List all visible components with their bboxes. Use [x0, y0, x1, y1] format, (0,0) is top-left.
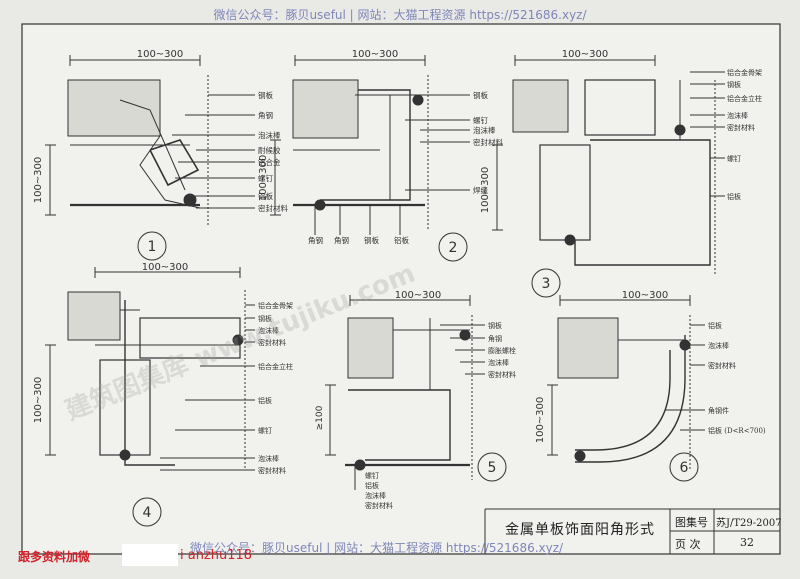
atlas-label: 图集号: [675, 516, 708, 529]
detail-1-label: 钢板: [258, 90, 273, 100]
detail-4-number: 4: [143, 505, 152, 521]
contact-id-text: i anzhu118: [180, 548, 253, 563]
detail-2-labels: 钢板 螺钉 泡沫棒 密封材料 焊缝 角钢 角钢 钢板 铝板: [308, 90, 503, 245]
detail-5-label: 钢板: [488, 321, 502, 330]
detail-5-label: 泡沫棒: [488, 358, 509, 367]
detail-4-label: 密封材料: [258, 466, 286, 475]
detail-3-label: 钢板: [727, 80, 741, 89]
detail-4: [45, 267, 255, 527]
detail-2-bottom-label: 铝板: [394, 235, 409, 245]
bottom-watermark: 微信公众号：豚贝useful | 网站：大猫工程资源 https://52168…: [190, 541, 564, 555]
detail-2-bottom-label: 钢板: [364, 235, 379, 245]
detail-4-label: 铝合金骨架: [258, 301, 293, 310]
detail-3-label: 密封材料: [727, 123, 755, 132]
detail-3-label: 铝合金骨架: [727, 68, 762, 77]
detail-3-label: 螺钉: [727, 154, 741, 163]
detail-2-bottom-label: 角钢: [334, 235, 349, 245]
detail-1-label: 铝合金: [258, 157, 281, 167]
detail-3-dim-v: 100~300: [480, 167, 491, 214]
detail-4-label: 螺钉: [258, 426, 272, 435]
detail-4-label: 密封材料: [258, 338, 286, 347]
detail-4-label: 泡沫棒: [258, 454, 279, 463]
detail-4-dim-h: 100~300: [142, 262, 189, 273]
detail-4-label: 铝板: [258, 396, 272, 405]
detail-5-label: 密封材料: [365, 501, 393, 510]
detail-5-dim-h: 100~300: [395, 290, 442, 301]
detail-1-label: 铝板: [258, 191, 273, 201]
detail-2-label: 螺钉: [473, 115, 488, 125]
detail-4-labels: 铝合金骨架 钢板 泡沫棒 密封材料 铝合金立柱 铝板 螺钉 泡沫棒 密封材料: [258, 301, 293, 475]
detail-6-label: 铝板 (D<R<700): [708, 426, 766, 435]
detail-1-label: 密封材料: [258, 203, 288, 213]
contact-text: 跟多资料加微: [18, 550, 91, 564]
detail-6-number: 6: [680, 460, 689, 476]
detail-6-label: 泡沫棒: [708, 341, 729, 350]
detail-6-label: 角钢件: [708, 406, 729, 415]
detail-1-number: 1: [148, 239, 157, 255]
detail-1-label: 角钢: [258, 110, 273, 120]
detail-5-label: 螺钉: [365, 471, 379, 480]
detail-4-label: 泡沫棒: [258, 326, 279, 335]
detail-1-labels: 钢板 角钢 泡沫棒 耐候胶 铝合金 螺钉 铝板 密封材料: [258, 90, 288, 213]
detail-3-label: 泡沫棒: [727, 111, 748, 120]
detail-5-number: 5: [488, 460, 497, 476]
detail-3-label: 铝板: [727, 192, 741, 201]
detail-3-labels: 铝合金骨架 钢板 铝合金立柱 泡沫棒 密封材料 螺钉 铝板: [727, 68, 762, 201]
detail-1-dim-h: 100~300: [137, 49, 184, 60]
detail-2-number: 2: [449, 240, 458, 256]
detail-6-dim-h: 100~300: [622, 290, 669, 301]
detail-2-label: 密封材料: [473, 137, 503, 147]
detail-4-label: 铝合金立柱: [258, 362, 293, 371]
detail-1-dim-v: 100~300: [33, 157, 44, 204]
detail-5-label: 密封材料: [488, 370, 516, 379]
redaction-box: [122, 544, 178, 566]
detail-4-label: 钢板: [258, 314, 272, 323]
top-watermark: 微信公众号：豚贝useful | 网站：大猫工程资源 https://52168…: [213, 8, 587, 22]
detail-2-dim-h: 100~300: [352, 49, 399, 60]
detail-5: [325, 295, 507, 490]
page-number: 32: [740, 536, 754, 549]
detail-5-label: 铝板: [365, 481, 379, 490]
detail-6-dim-v: 100~300: [535, 397, 546, 444]
title-block: [484, 508, 780, 554]
page-label: 页 次: [675, 538, 701, 551]
detail-6: [547, 295, 705, 482]
detail-2-bottom-label: 角钢: [308, 235, 323, 245]
detail-6-label: 密封材料: [708, 361, 736, 370]
detail-5-label: 膨胀螺栓: [488, 346, 516, 355]
detail-2-label: 泡沫棒: [473, 125, 496, 135]
detail-2-label: 焊缝: [473, 185, 488, 195]
drawing-title: 金属单板饰面阳角形式: [505, 522, 655, 538]
detail-1-label: 螺钉: [258, 173, 273, 183]
detail-6-labels: 铝板 泡沫棒 密封材料 角钢件 铝板 (D<R<700): [708, 321, 766, 435]
detail-4-dim-v: 100~300: [33, 377, 44, 424]
detail-3-number: 3: [542, 276, 551, 292]
detail-1: [45, 55, 255, 261]
detail-5-labels: 钢板 角钢 膨胀螺栓 泡沫棒 密封材料 螺钉 铝板 泡沫棒 密封材料: [365, 321, 516, 510]
detail-1-label: 耐候胶: [258, 145, 281, 155]
detail-5-label: 角钢: [488, 334, 502, 343]
detail-5-dim-v: ≥100: [315, 405, 325, 430]
detail-2: [270, 55, 470, 262]
detail-3-label: 铝合金立柱: [727, 94, 762, 103]
detail-3: [492, 55, 725, 298]
detail-2-dim-v: 100~300: [258, 155, 269, 202]
detail-5-label: 泡沫棒: [365, 491, 386, 500]
detail-2-label: 钢板: [473, 90, 488, 100]
atlas-number: 苏J/T29-2007: [716, 518, 782, 529]
detail-3-dim-h: 100~300: [562, 49, 609, 60]
detail-6-label: 铝板: [708, 321, 722, 330]
detail-1-label: 泡沫棒: [258, 130, 281, 140]
